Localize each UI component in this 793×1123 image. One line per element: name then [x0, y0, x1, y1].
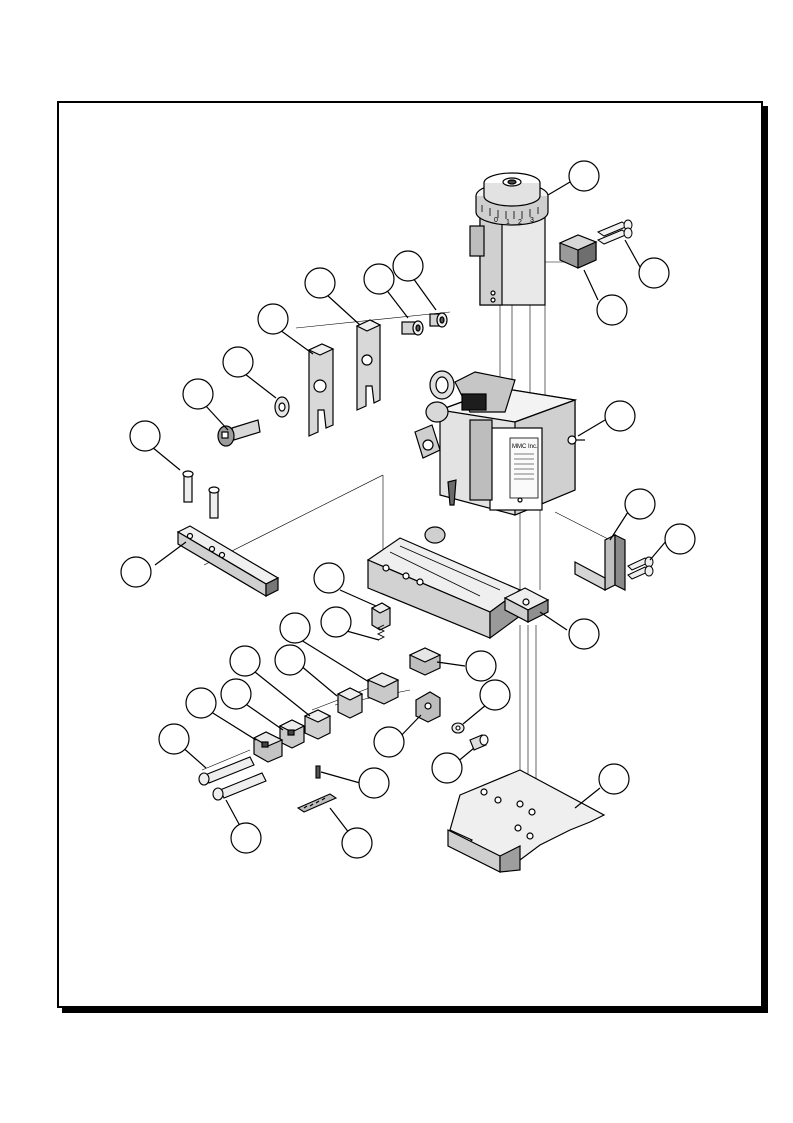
callout-balloon — [158, 723, 190, 755]
l-bracket — [574, 534, 626, 591]
vise-base — [366, 526, 522, 640]
flat-washer — [274, 396, 290, 418]
callout-balloon — [431, 752, 463, 784]
compression-spring — [376, 624, 386, 641]
long-cap-screws — [198, 756, 267, 801]
nameplate-brand: MMC Inc. — [512, 444, 538, 450]
callout-balloon — [568, 618, 600, 650]
callout-balloon — [304, 267, 336, 299]
micrometer-head: 0 1 2 3 — [469, 172, 549, 306]
bushing-2 — [429, 312, 448, 328]
clamp-block-top — [558, 234, 598, 269]
bushing-1 — [401, 320, 424, 336]
plate-rear — [355, 319, 382, 411]
end-block — [503, 587, 550, 623]
base-plate — [447, 769, 606, 873]
callout-balloon — [363, 263, 395, 295]
long-bar — [176, 525, 280, 598]
small-washer — [451, 722, 465, 734]
small-slide-block — [370, 602, 392, 631]
callout-balloon — [479, 679, 511, 711]
callout-balloon — [182, 378, 214, 410]
callout-balloon — [279, 612, 311, 644]
callout-balloon — [274, 644, 306, 676]
callout-balloon — [120, 556, 152, 588]
callout-balloon — [230, 822, 262, 854]
button-head-screw — [217, 419, 261, 447]
jaw-block-right — [408, 647, 442, 676]
small-cap-screw — [469, 734, 489, 751]
callout-balloon — [465, 650, 497, 682]
dowel-pin — [315, 765, 321, 779]
assembly-guide-lines — [201, 261, 611, 800]
callout-balloon — [624, 488, 656, 520]
clamp-block-c — [252, 731, 284, 763]
dial-number-2: 2 — [518, 219, 522, 226]
callout-balloon — [638, 257, 670, 289]
jaw-block-left — [336, 687, 364, 719]
dial-number-3: 3 — [530, 217, 534, 224]
plate-front — [307, 343, 335, 437]
callout-balloon — [568, 160, 600, 192]
callout-balloon — [341, 827, 373, 859]
callout-balloon — [220, 678, 252, 710]
dial-number-1: 1 — [506, 219, 510, 226]
callout-balloon — [664, 523, 696, 555]
callout-balloon — [185, 687, 217, 719]
main-carriage-assembly: MMC Inc. — [414, 370, 585, 516]
callout-balloons — [120, 160, 696, 859]
angle-clip — [415, 691, 441, 723]
clamp-block-a — [303, 709, 332, 740]
leader-lines — [151, 181, 668, 843]
cap-screws-pair-top — [596, 219, 633, 245]
callout-balloon — [604, 400, 636, 432]
gear-rack — [296, 793, 338, 813]
callout-balloon — [596, 294, 628, 326]
callout-balloon — [313, 562, 345, 594]
callout-balloon — [598, 763, 630, 795]
socket-screws-bar — [182, 470, 220, 519]
callout-balloon — [222, 346, 254, 378]
callout-balloon — [229, 645, 261, 677]
clamp-block-b — [278, 719, 306, 749]
callout-balloon — [129, 420, 161, 452]
cap-screws-pair-bracket — [627, 556, 654, 580]
callout-balloon — [320, 606, 352, 638]
callout-balloon — [257, 303, 289, 335]
callout-balloon — [373, 726, 405, 758]
callout-balloon — [358, 767, 390, 799]
jaw-block-center — [366, 672, 400, 705]
callout-balloon — [392, 250, 424, 282]
dial-number-0: 0 — [494, 217, 498, 224]
dial-tick-marks — [481, 205, 539, 219]
